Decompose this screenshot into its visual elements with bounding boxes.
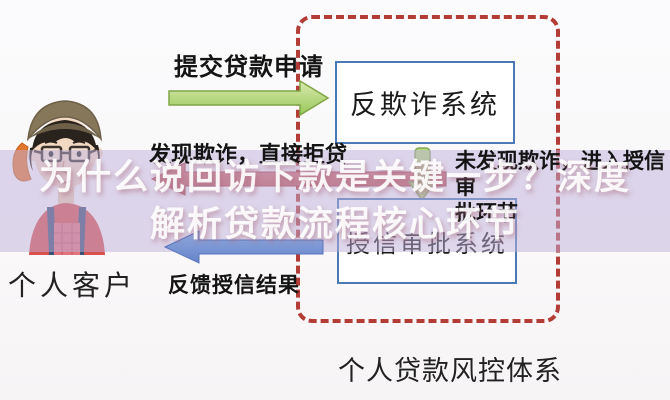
page-title: 为什么说回访下款是关键一步？深度 解析贷款流程核心环节: [0, 154, 670, 248]
customer-label: 个人客户: [8, 271, 137, 302]
page-title-line1: 为什么说回访下款是关键一步？深度: [38, 158, 631, 197]
page-title-line2: 解析贷款流程核心环节: [149, 205, 520, 244]
title-overlay-band: [0, 150, 670, 252]
feedback-arrow-icon: [163, 230, 324, 264]
submit-application-label: 提交贷款申请: [174, 54, 324, 81]
pass-to-credit-label: 未发现欺诈，进入授信审 批环节: [455, 149, 667, 227]
feedback-result-label: 反馈授信结果: [168, 274, 300, 297]
submit-arrow-icon: [168, 79, 330, 117]
fraud-system-box: 反欺诈系统: [335, 61, 515, 144]
fraud-system-label: 反欺诈系统: [350, 90, 500, 120]
pass-to-credit-line1: 未发现欺诈，进入授信审: [455, 150, 665, 199]
fraud-reject-label: 发现欺诈，直接拒贷: [149, 142, 348, 167]
risk-system-caption: 个人贷款风控体系: [338, 356, 562, 386]
pass-to-credit-line2: 批环节: [455, 202, 518, 225]
